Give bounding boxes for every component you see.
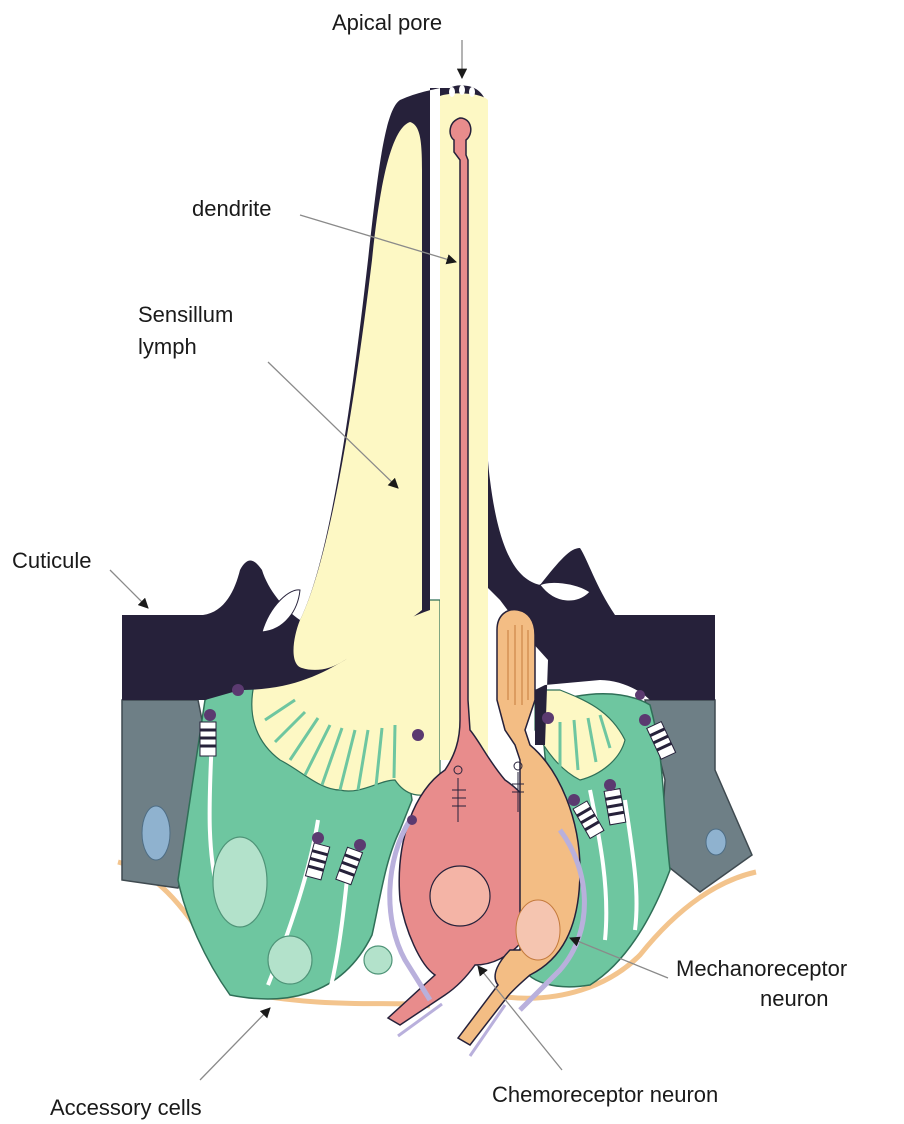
mechanoreceptor-nucleus — [516, 900, 560, 960]
accessory-nucleus-2 — [268, 936, 312, 984]
label-chemoreceptor: Chemoreceptor neuron — [492, 1082, 718, 1107]
label-cuticule: Cuticule — [12, 548, 91, 573]
label-accessory-cells: Accessory cells — [50, 1095, 202, 1120]
label-sensillum-lymph-1: Sensillum — [138, 302, 233, 327]
label-sensillum-lymph-2: lymph — [138, 334, 197, 359]
label-dendrite: dendrite — [192, 196, 272, 221]
accessory-cells-leader — [200, 1008, 270, 1080]
epidermis-nucleus-left — [142, 806, 170, 860]
cuticule-leader — [110, 570, 148, 608]
label-mechanoreceptor-2: neuron — [760, 986, 829, 1011]
label-mechanoreceptor-1: Mechanoreceptor — [676, 956, 847, 981]
accessory-nucleus-3 — [364, 946, 392, 974]
epidermis-nucleus-right — [706, 829, 726, 855]
chemoreceptor-nucleus — [430, 866, 490, 926]
label-apical-pore: Apical pore — [332, 10, 442, 35]
accessory-nucleus-1 — [213, 837, 267, 927]
